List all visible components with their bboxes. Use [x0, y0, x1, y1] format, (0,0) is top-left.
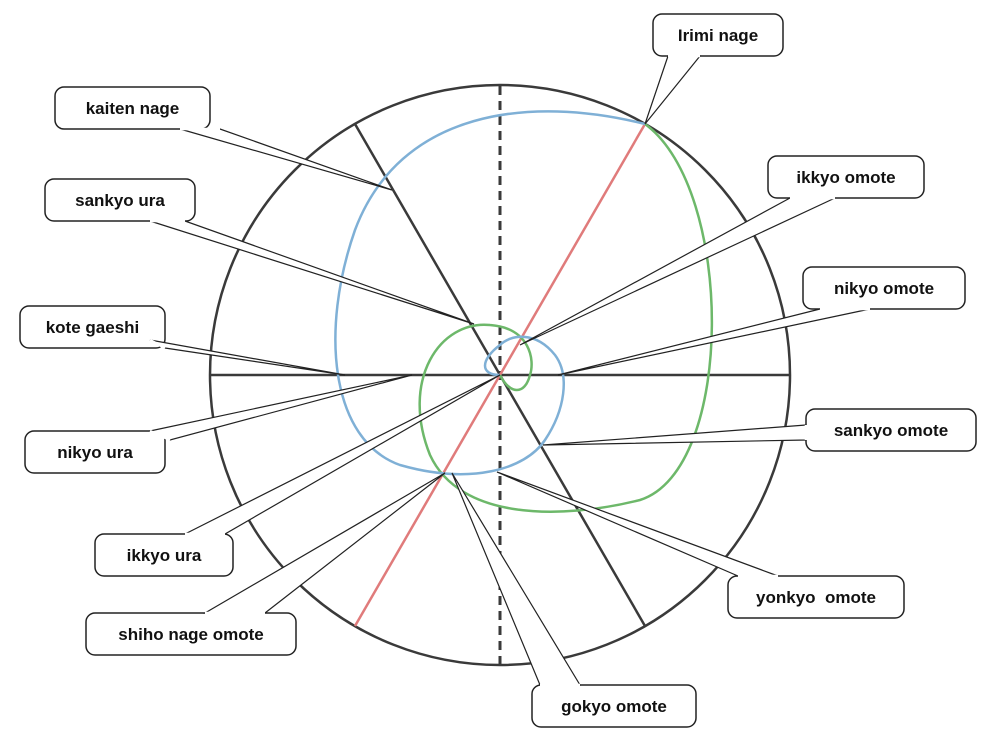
- callout-nikyo-omote: nikyo omote: [557, 266, 966, 376]
- green-spiral: [418, 122, 714, 513]
- callout-joint: [149, 429, 171, 442]
- callout-pointer: [202, 472, 446, 614]
- callout-label: nikyo ura: [57, 443, 133, 462]
- callout-box: [802, 266, 966, 310]
- blue-spiral: [334, 110, 646, 476]
- callout-label: nikyo omote: [834, 279, 934, 298]
- callout-irimi-nage: Irimi nage: [644, 13, 784, 125]
- callout-box: [85, 612, 297, 656]
- callout-nikyo-ura: nikyo ura: [24, 374, 413, 474]
- callout-label: ikkyo ura: [127, 546, 202, 565]
- callout-box: [727, 575, 905, 619]
- callout-label: shiho nage omote: [118, 625, 263, 644]
- callouts: Irimi nage kaiten nage ikkyo omote sankyo u…: [19, 13, 977, 728]
- callout-kaiten-nage: kaiten nage: [54, 86, 393, 191]
- callout-pointer: [496, 471, 779, 577]
- callout-label: ikkyo omote: [796, 168, 895, 187]
- callout-box: [24, 430, 166, 474]
- callout-label: Irimi nage: [678, 26, 758, 45]
- callout-box: [44, 178, 196, 222]
- callout-pointer: [557, 308, 871, 376]
- callout-sankyo-ura: sankyo ura: [44, 178, 475, 325]
- callout-ikkyo-omote: ikkyo omote: [519, 155, 925, 346]
- callout-label: yonkyo omote: [756, 588, 876, 607]
- callout-sankyo-omote: sankyo omote: [542, 408, 977, 452]
- callout-kote-gaeshi: kote gaeshi: [19, 305, 346, 376]
- callout-joint: [149, 338, 166, 350]
- callout-pointer: [148, 374, 413, 441]
- callout-label: kote gaeshi: [46, 318, 140, 337]
- callout-pointer: [149, 220, 475, 325]
- callout-ikkyo-ura: ikkyo ura: [94, 374, 501, 577]
- callout-box: [54, 86, 211, 130]
- callout-gokyo-omote: gokyo omote: [451, 472, 697, 728]
- callout-box: [94, 533, 234, 577]
- callout-label: sankyo ura: [75, 191, 165, 210]
- callout-box: [767, 155, 925, 199]
- callout-box: [531, 684, 697, 728]
- callout-pointer: [644, 55, 702, 125]
- callout-label: kaiten nage: [86, 99, 180, 118]
- callout-label: sankyo omote: [834, 421, 948, 440]
- callout-label: gokyo omote: [561, 697, 667, 716]
- callout-box: [652, 13, 784, 57]
- callout-pointer: [451, 472, 582, 686]
- callout-box: [19, 305, 166, 349]
- callout-pointer: [542, 424, 807, 446]
- callout-pointer: [149, 339, 346, 376]
- callout-yonkyo-omote: yonkyo omote: [496, 471, 905, 619]
- callout-shiho-nage-omote: shiho nage omote: [85, 472, 446, 656]
